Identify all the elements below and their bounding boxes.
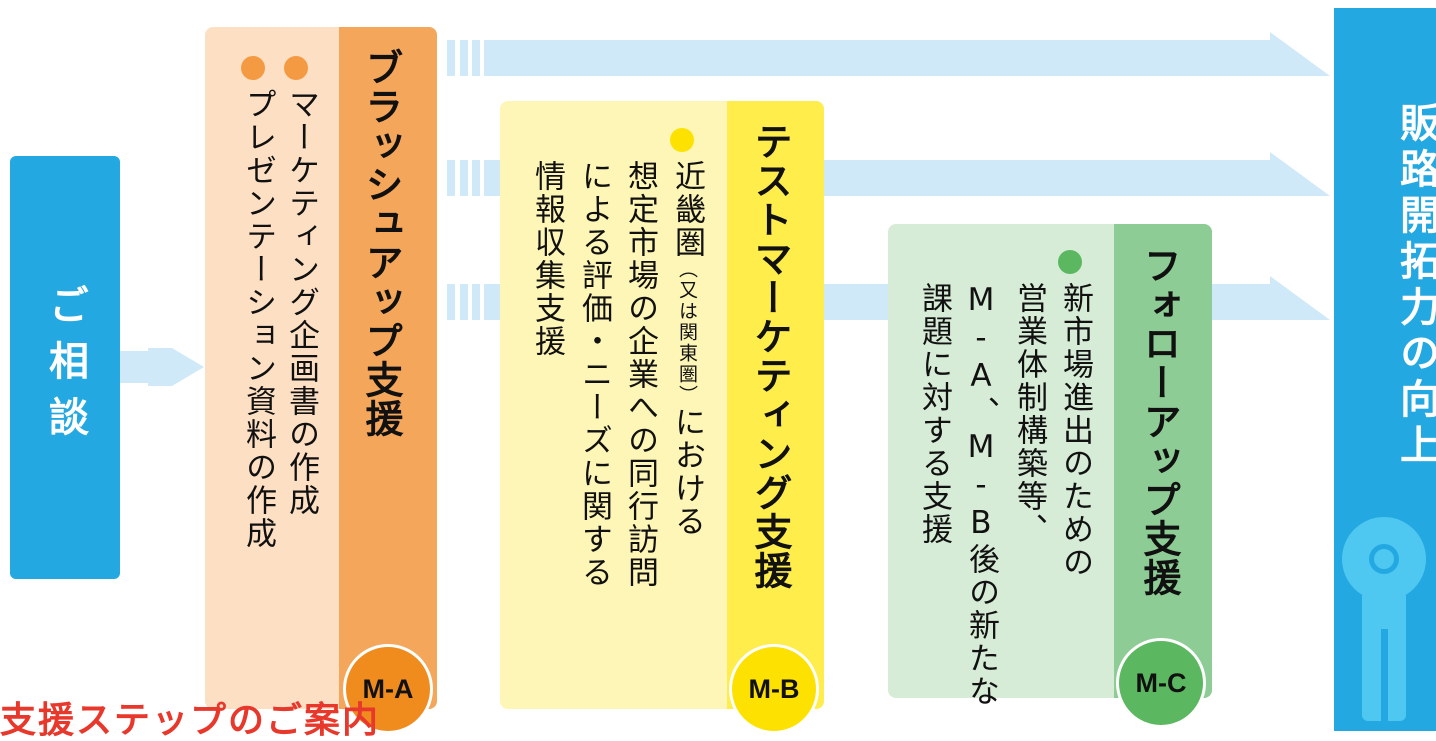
ma-bullet-1 (284, 56, 308, 80)
consult-box: ご相談 (10, 156, 120, 579)
mb-line-2: 想定市場の企業への同行訪問 (621, 160, 658, 589)
badge-mc-label: M-C (1135, 667, 1187, 698)
panel-ma-header (339, 27, 437, 709)
mc-bullet (1058, 250, 1082, 274)
mb-line-1-small: （又は関東圏） (675, 259, 698, 406)
mb-line-1-post: における (668, 406, 705, 538)
mc-line-2: 営業体制構築等、 (1010, 282, 1047, 546)
mb-line-3: による評価・ニーズに関する (575, 160, 612, 589)
badge-mb-label: M-B (748, 673, 800, 704)
ma-item-1: マーケティング企画書の作成 (282, 88, 319, 517)
panel-mb-title: テストマーケティング支援 (748, 122, 792, 590)
mb-line-1: 近畿圏（又は関東圏）における (664, 160, 709, 538)
badge-ma-label: M-A (362, 673, 414, 704)
panel-ma-title: ブラッシュアップ支援 (359, 48, 403, 438)
badge-mb: M-B (729, 644, 819, 734)
mc-line-1: 新市場進出のための (1056, 282, 1093, 579)
panel-mc-header (1114, 224, 1212, 698)
consult-label: ご相談 (42, 283, 88, 452)
mb-line-4: 情報収集支援 (528, 160, 565, 358)
ma-item-2: プレゼンテーション資料の作成 (239, 88, 276, 550)
badge-ma: M-A (343, 644, 433, 734)
key-icon (1342, 517, 1426, 721)
mb-bullet (670, 128, 694, 152)
panel-ma (205, 27, 437, 709)
consult-arrow (118, 348, 204, 386)
panel-mb (500, 101, 824, 709)
arrow-ma-to-result (447, 32, 1330, 76)
panel-mc (888, 224, 1212, 698)
mb-line-1-pre: 近畿圏 (668, 160, 705, 259)
result-label: 販路開拓力の向上 (1393, 102, 1436, 470)
mc-line-3: M-A、M-B後の新たな (962, 282, 999, 708)
panel-mb-header (727, 101, 824, 709)
badge-mc: M-C (1116, 638, 1206, 728)
ma-bullet-2 (241, 56, 265, 80)
mc-line-4: 課題に対する支援 (915, 282, 952, 546)
bottom-heading: 支援ステップのご案内 (0, 700, 381, 741)
panel-mc-title: フォローアップ支援 (1137, 246, 1181, 597)
